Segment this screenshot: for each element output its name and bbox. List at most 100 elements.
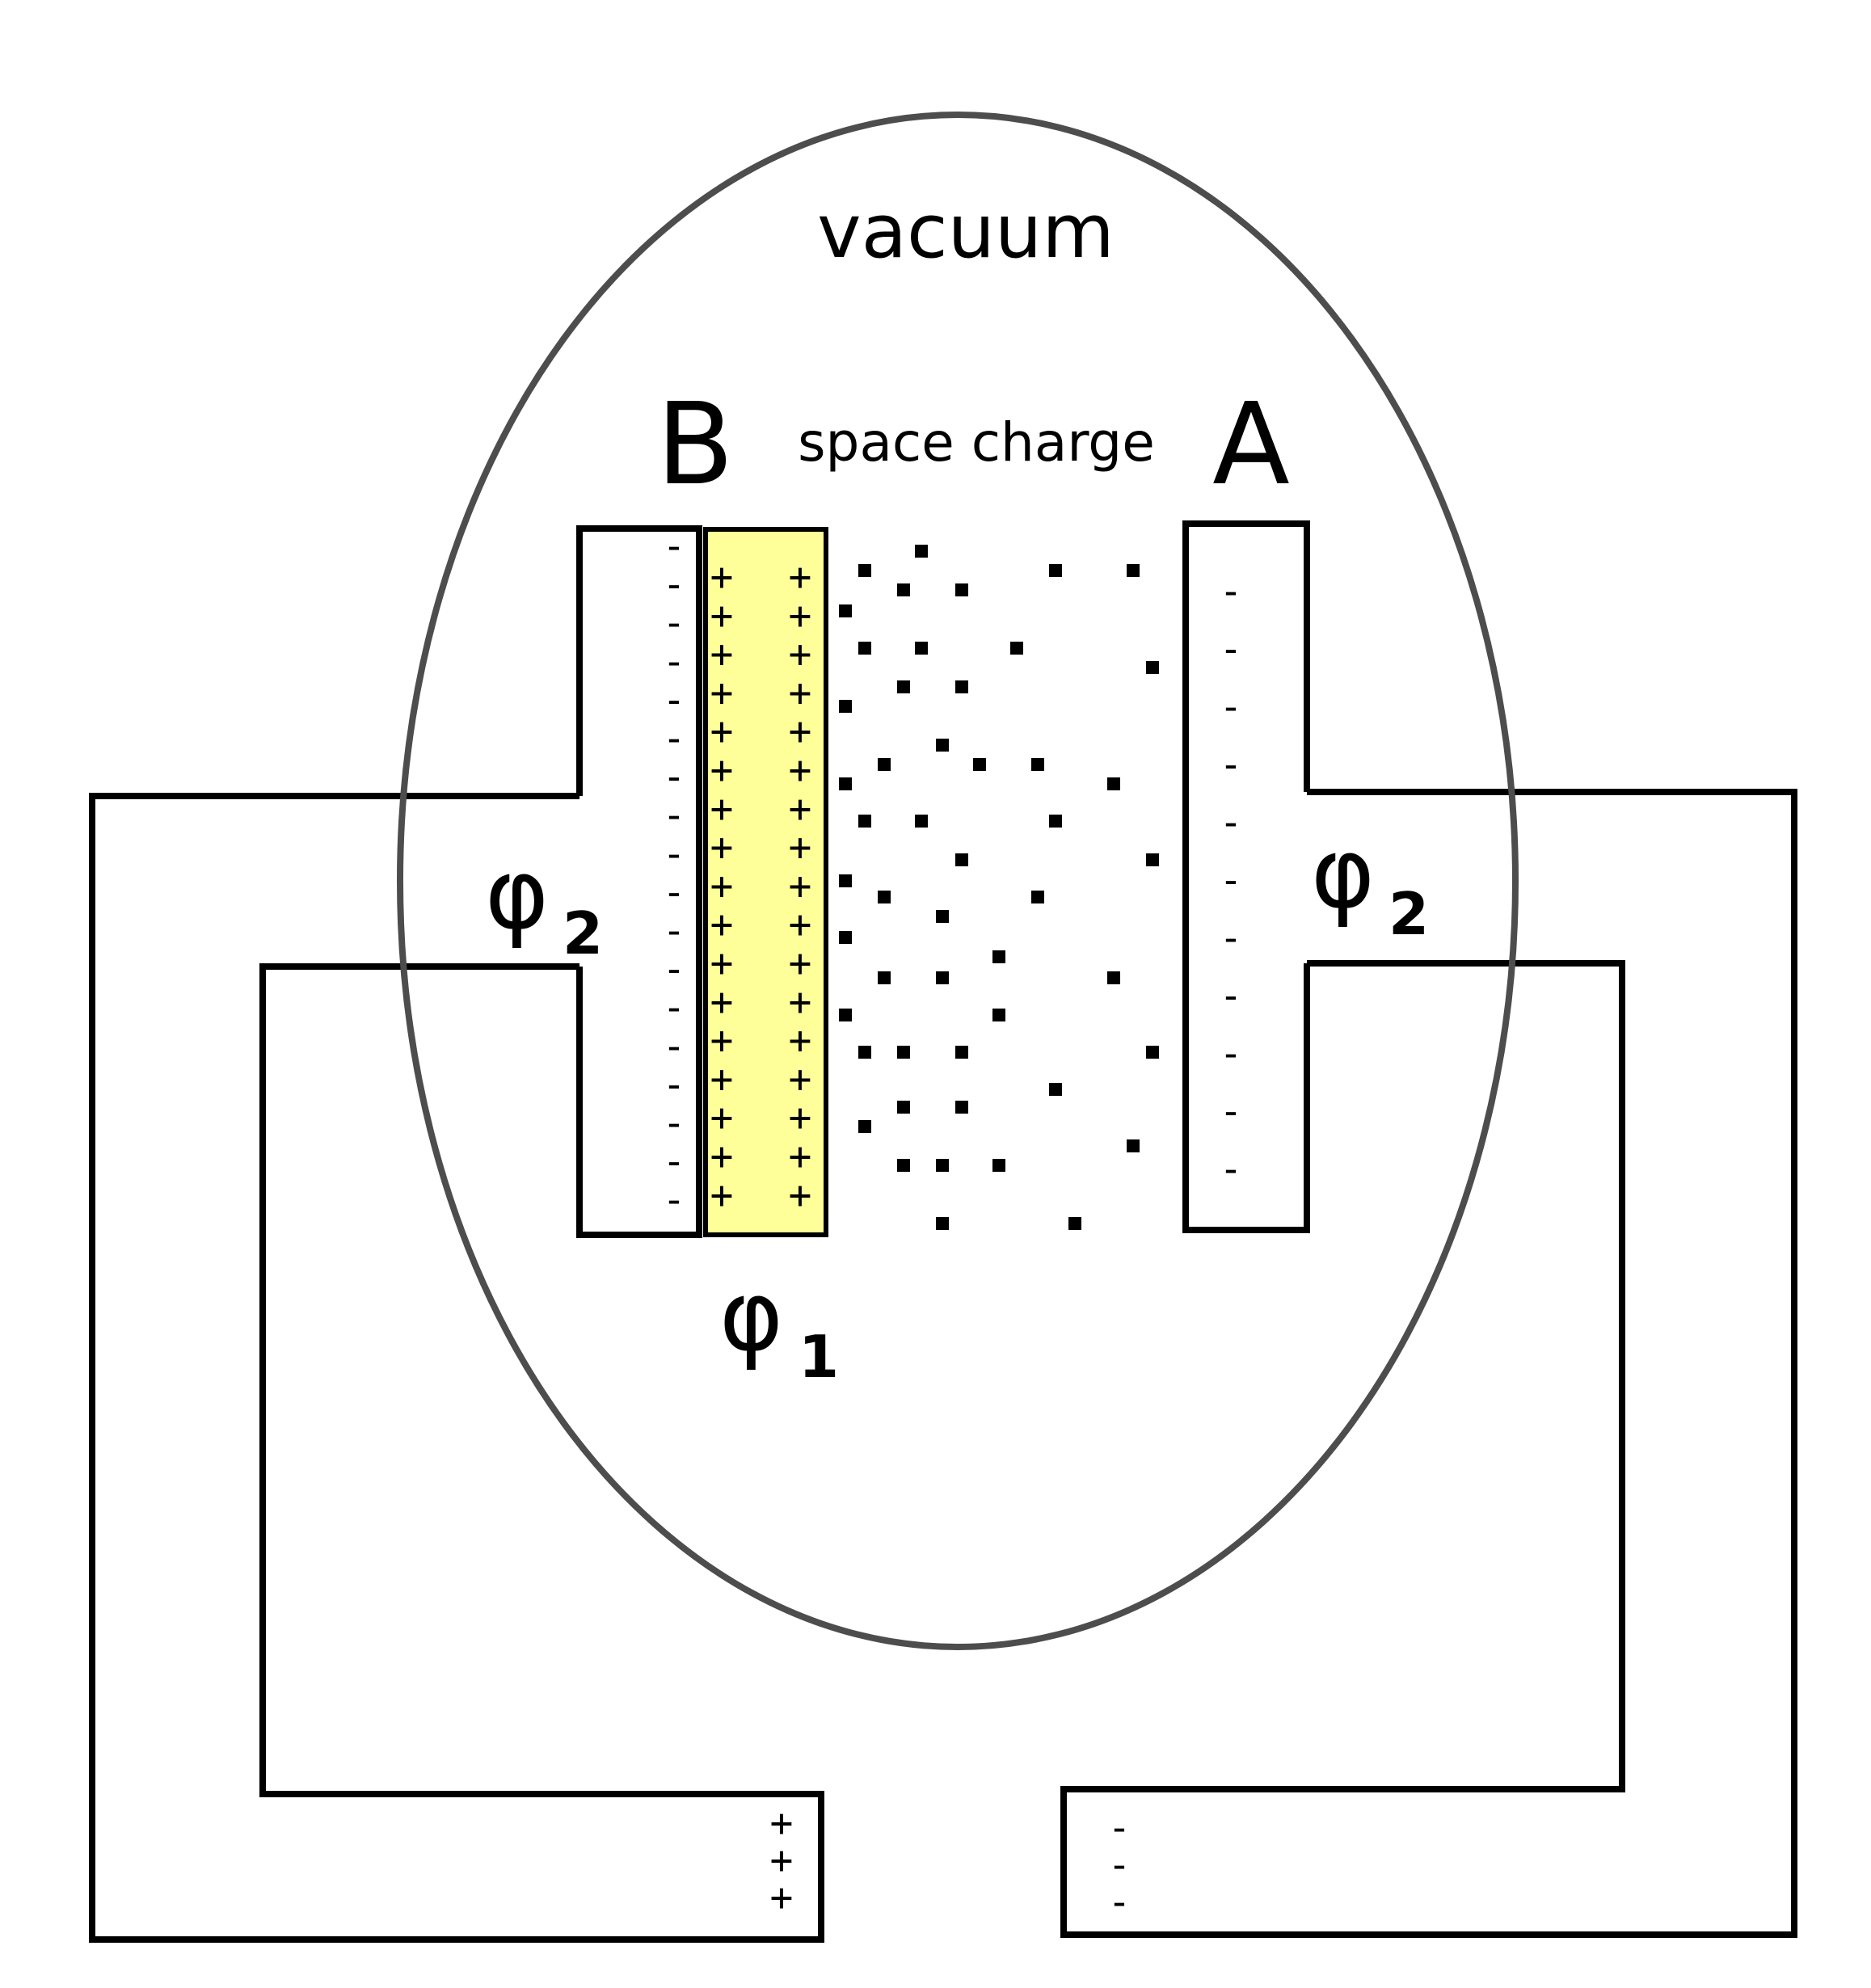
space-charge-dot	[955, 680, 968, 693]
minus-sign: -	[1220, 858, 1243, 903]
space-charge-dot	[878, 891, 891, 903]
space-charge-dot	[839, 1009, 852, 1021]
plus-sign: +	[710, 593, 734, 638]
electrode-a	[1182, 520, 1310, 1233]
space-charge-dot	[915, 545, 928, 558]
plus-sign: +	[710, 632, 734, 677]
space-charge-dot	[858, 564, 871, 577]
space-charge-dot	[1146, 853, 1159, 866]
minus-sign: -	[663, 1139, 686, 1185]
minus-sign: -	[663, 716, 686, 761]
plus-sign: +	[789, 1095, 812, 1140]
plus-sign: +	[789, 593, 812, 638]
space-charge-dot	[915, 642, 928, 655]
minus-sign: -	[663, 562, 686, 608]
space-charge-dot	[992, 950, 1005, 963]
plus-sign: +	[789, 941, 812, 986]
space-charge-dot	[878, 758, 891, 771]
space-charge-dot	[1146, 1046, 1159, 1059]
minus-sign: -	[663, 1177, 686, 1223]
electrode-b-charges: ------------------	[663, 524, 686, 1223]
space-charge-dot	[936, 739, 949, 752]
minus-sign: -	[1220, 743, 1243, 788]
space-charge-dot	[992, 1009, 1005, 1021]
plus-sign: +	[710, 1173, 734, 1218]
vacuum-envelope	[397, 112, 1519, 1650]
minus-sign: -	[663, 639, 686, 684]
space-charge-dot	[992, 1159, 1005, 1172]
minus-sign: -	[1220, 974, 1243, 1019]
minus-sign: -	[1220, 684, 1243, 730]
space-charge-dot	[1127, 1139, 1140, 1152]
inner-wire-right	[1060, 960, 1625, 1792]
plus-sign: +	[710, 1095, 734, 1140]
space-charge-dot	[955, 1046, 968, 1059]
plus-sign: +	[789, 670, 812, 715]
plus-sign: +	[789, 1056, 812, 1101]
circuit-wires	[89, 789, 1797, 1943]
coating-layer-charges: ++++++++++++++++++++++++++++++++++	[710, 554, 812, 1218]
phi-subscript: 1	[799, 1323, 839, 1391]
plus-sign: +	[789, 554, 812, 600]
space-charge-dot	[897, 1159, 910, 1172]
minus-sign: -	[663, 677, 686, 722]
minus-sign: -	[1108, 1880, 1131, 1925]
battery-negative-terminal: ---	[1108, 1805, 1131, 1925]
vacuum-label: vacuum	[817, 188, 1115, 275]
space-charge-dot	[955, 853, 968, 866]
plus-sign: +	[770, 1801, 794, 1846]
electrode-a-charges: -----------	[1220, 569, 1243, 1192]
plus-sign: +	[789, 1173, 812, 1218]
plus-sign: +	[789, 825, 812, 870]
space-charge-dots	[839, 545, 1159, 1230]
plus-sign: +	[710, 1056, 734, 1101]
minus-sign: -	[663, 600, 686, 646]
minus-sign: -	[663, 793, 686, 838]
minus-sign: -	[1220, 916, 1243, 961]
phi2-left-label: φ 2	[485, 839, 603, 967]
plus-sign: +	[789, 902, 812, 947]
space-charge-dot	[973, 758, 986, 771]
space-charge-dot	[839, 777, 852, 790]
space-charge-dot	[897, 1046, 910, 1059]
space-charge-dot	[955, 1101, 968, 1114]
minus-sign: -	[1220, 627, 1243, 672]
plus-sign: +	[770, 1838, 794, 1883]
space-charge-dot	[897, 680, 910, 693]
space-charge-dot	[936, 1159, 949, 1172]
plus-sign: +	[710, 670, 734, 715]
space-charge-dot	[1031, 758, 1044, 771]
minus-sign: -	[1108, 1805, 1131, 1851]
minus-sign: -	[1220, 569, 1243, 614]
plus-sign: +	[710, 709, 734, 754]
plus-sign: +	[710, 863, 734, 908]
plus-sign: +	[789, 748, 812, 793]
minus-sign: -	[1220, 1089, 1243, 1135]
minus-sign: -	[663, 1101, 686, 1146]
space-charge-dot	[1049, 564, 1062, 577]
space-charge-dot	[936, 971, 949, 984]
space-charge-dot	[897, 1101, 910, 1114]
plus-sign: +	[710, 554, 734, 600]
space-charge-dot	[878, 971, 891, 984]
plus-sign: +	[710, 941, 734, 986]
space-charge-dot	[839, 874, 852, 887]
plus-sign: +	[789, 709, 812, 754]
outer-wire-right	[1060, 789, 1797, 1938]
plus-sign: +	[710, 1134, 734, 1179]
minus-sign: -	[663, 908, 686, 954]
phi-subscript: 2	[1389, 880, 1429, 948]
minus-sign: -	[663, 524, 686, 569]
electrode-b	[576, 525, 702, 1238]
phi-symbol: φ	[1311, 818, 1375, 930]
minus-sign: -	[663, 1024, 686, 1069]
minus-sign: -	[1220, 1147, 1243, 1192]
plus-sign: +	[789, 1134, 812, 1179]
space-charge-dot	[915, 815, 928, 828]
space-charge-dot	[936, 910, 949, 923]
space-charge-dot	[1049, 1083, 1062, 1096]
minus-sign: -	[663, 832, 686, 877]
battery-positive-terminal: +++	[770, 1801, 794, 1920]
minus-sign: -	[1220, 800, 1243, 845]
plus-sign: +	[789, 786, 812, 832]
